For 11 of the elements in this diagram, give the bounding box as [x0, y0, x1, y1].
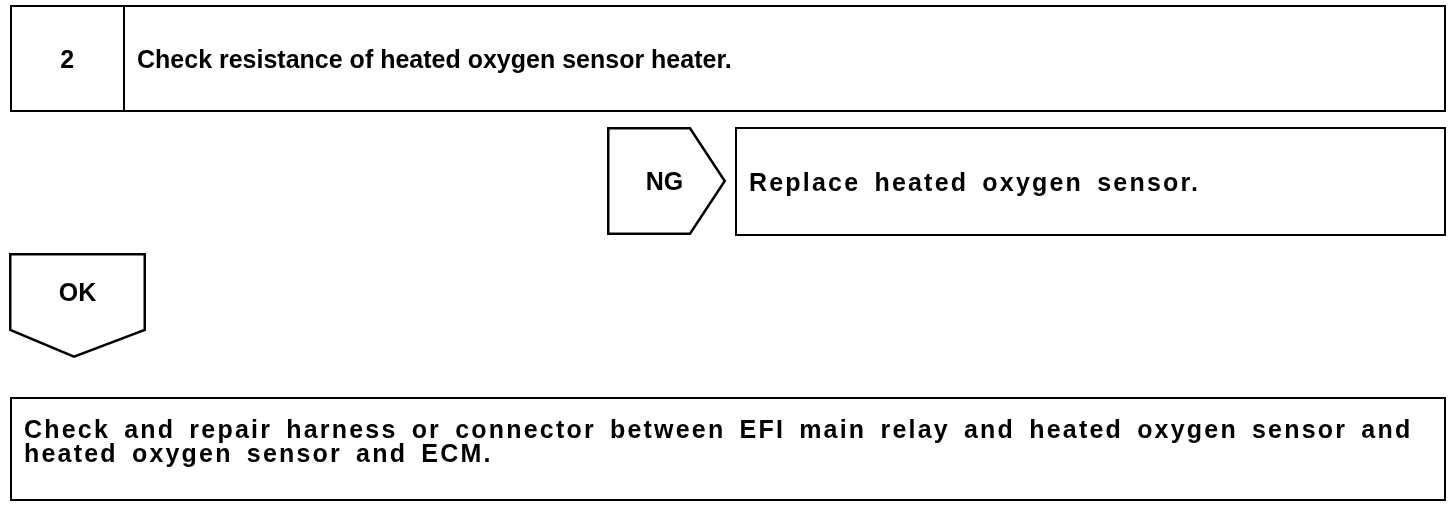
step-box — [10, 5, 1446, 112]
result-label: OK — [57, 279, 98, 304]
action-text: Replace heated oxygen sensor. — [749, 169, 1202, 194]
result-label: NG — [644, 169, 685, 193]
arrow-tab — [9, 253, 146, 358]
action-box — [10, 397, 1446, 501]
action-text: Check and repair harness or connector between EFI main relay and heated oxygen sensor and heated oxygen sensor and ECM. — [24, 417, 1414, 465]
step-number: 2 — [59, 46, 76, 71]
action-box — [735, 127, 1446, 236]
arrow-tab — [607, 127, 726, 235]
step-instruction: Check resistance of heated oxygen sensor heater. — [137, 46, 733, 71]
